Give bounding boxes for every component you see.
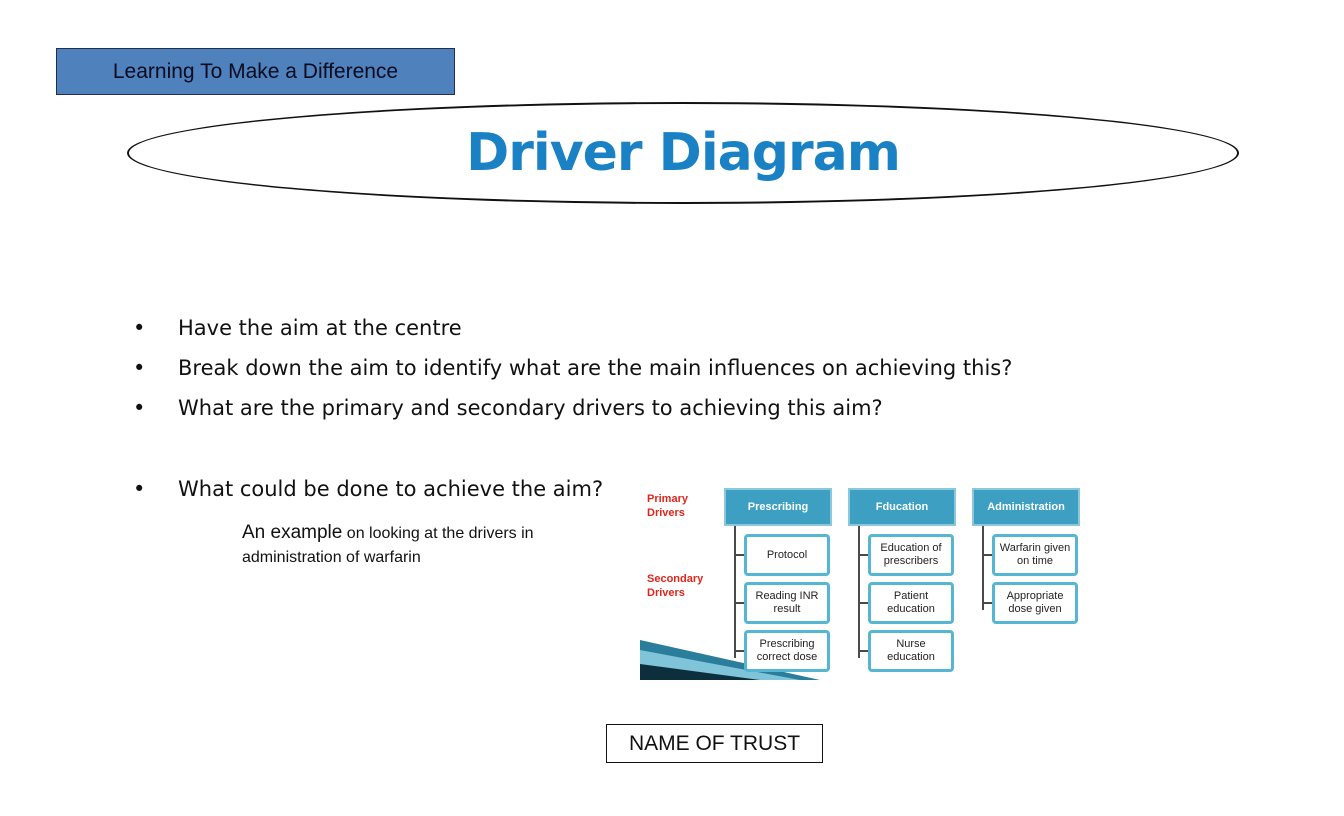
secondary-driver-box: Nurse education (868, 630, 954, 672)
connector-line (734, 554, 744, 556)
bullet-dot: • (133, 477, 146, 501)
connector-line (858, 602, 868, 604)
connector-line (982, 602, 992, 604)
bullet-text: Break down the aim to identify what are … (178, 356, 1013, 380)
decorative-wedge (640, 640, 820, 680)
connector-line (734, 526, 736, 658)
secondary-driver-box: Protocol (744, 534, 830, 576)
connector-line (734, 602, 744, 604)
secondary-driver-box: Warfarin given on time (992, 534, 1078, 576)
secondary-driver-box: Patient education (868, 582, 954, 624)
connector-line (858, 554, 868, 556)
secondary-driver-box: Prescribing correct dose (744, 630, 830, 672)
primary-driver-administration: Administration (972, 488, 1080, 526)
bullet-item: • What could be done to achieve the aim? (133, 471, 1012, 511)
bullet-dot: • (133, 356, 146, 380)
bullet-dot: • (133, 396, 146, 420)
bullet-item: • What are the primary and secondary driv… (133, 390, 1012, 430)
page-title: Driver Diagram (466, 123, 901, 183)
driver-diagram-image: Primary Drivers Secondary Drivers Prescr… (640, 484, 1092, 680)
connector-line (734, 650, 744, 652)
connector-line (982, 554, 992, 556)
connector-line (858, 526, 860, 658)
secondary-driver-box: Education of prescribers (868, 534, 954, 576)
title-ellipse (127, 102, 1239, 204)
example-caption: An example on looking at the drivers in … (242, 521, 622, 570)
connector-line (982, 526, 984, 610)
connector-line (858, 650, 868, 652)
bullet-item: • Break down the aim to identify what are… (133, 350, 1012, 390)
primary-driver-education: Fducation (848, 488, 956, 526)
bullet-text: Have the aim at the centre (178, 316, 462, 340)
section-banner: Learning To Make a Difference (56, 48, 455, 95)
secondary-driver-box: Reading INR result (744, 582, 830, 624)
primary-driver-prescribing: Prescribing (724, 488, 832, 526)
trust-name-box: NAME OF TRUST (606, 724, 823, 763)
bullet-text: What could be done to achieve the aim? (178, 477, 604, 501)
primary-drivers-label: Primary Drivers (647, 493, 688, 519)
bullet-item: • Have the aim at the centre (133, 310, 1012, 350)
bullet-list: • Have the aim at the centre • Break down … (133, 310, 1012, 511)
example-caption-rest: on looking at the drivers in administrat… (242, 525, 534, 566)
secondary-drivers-label: Secondary Drivers (647, 573, 704, 599)
bullet-text: What are the primary and secondary drive… (178, 396, 883, 420)
example-caption-lead: An example (242, 522, 343, 543)
bullet-dot: • (133, 316, 146, 340)
secondary-driver-box: Appropriate dose given (992, 582, 1078, 624)
